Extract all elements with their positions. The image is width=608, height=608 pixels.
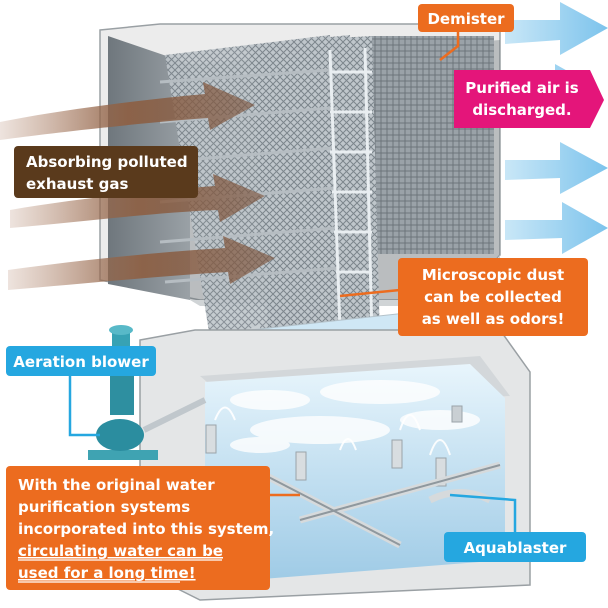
nozzle-4 <box>435 457 447 487</box>
spray-pipes <box>328 47 374 339</box>
water-label-4: circulating water can be <box>18 542 223 560</box>
blower-label: Aeration blower <box>13 353 149 371</box>
demister-panel <box>370 36 494 254</box>
water-label-5: used for a long time! <box>18 564 196 582</box>
water-label-2: purification systems <box>18 498 190 516</box>
demister-label: Demister <box>427 10 505 28</box>
polluted-label-1: Absorbing polluted <box>26 153 188 171</box>
aquablaster-label: Aquablaster <box>464 539 567 557</box>
dust-leader <box>339 288 401 298</box>
demister-callout: Demister <box>418 4 514 32</box>
water-callout: With the original water purification sys… <box>6 466 274 590</box>
purified-label-1: Purified air is <box>465 79 578 97</box>
polluted-callout: Absorbing polluted exhaust gas <box>14 146 198 198</box>
water-label-3: incorporated into this system, <box>18 520 274 538</box>
water-label-1: With the original water <box>18 476 215 494</box>
nozzle-1 <box>205 424 217 454</box>
purified-callout: Purified air is discharged. <box>454 70 604 128</box>
polluted-label-2: exhaust gas <box>26 175 129 193</box>
blower-callout: Aeration blower <box>6 346 156 376</box>
polluted-gas-arrows <box>0 82 275 290</box>
dust-callout: Microscopic dust can be collected as wel… <box>398 258 588 336</box>
blower-leader <box>68 360 100 437</box>
aquablaster-callout: Aquablaster <box>444 532 586 562</box>
dust-label-3: as well as odors! <box>422 310 565 328</box>
dust-label-1: Microscopic dust <box>422 266 564 284</box>
nozzle-3 <box>391 439 403 469</box>
nozzle-2 <box>295 451 307 481</box>
dust-label-2: can be collected <box>424 288 562 306</box>
aquablaster-leader <box>449 493 517 535</box>
purified-label-2: discharged. <box>472 101 571 119</box>
